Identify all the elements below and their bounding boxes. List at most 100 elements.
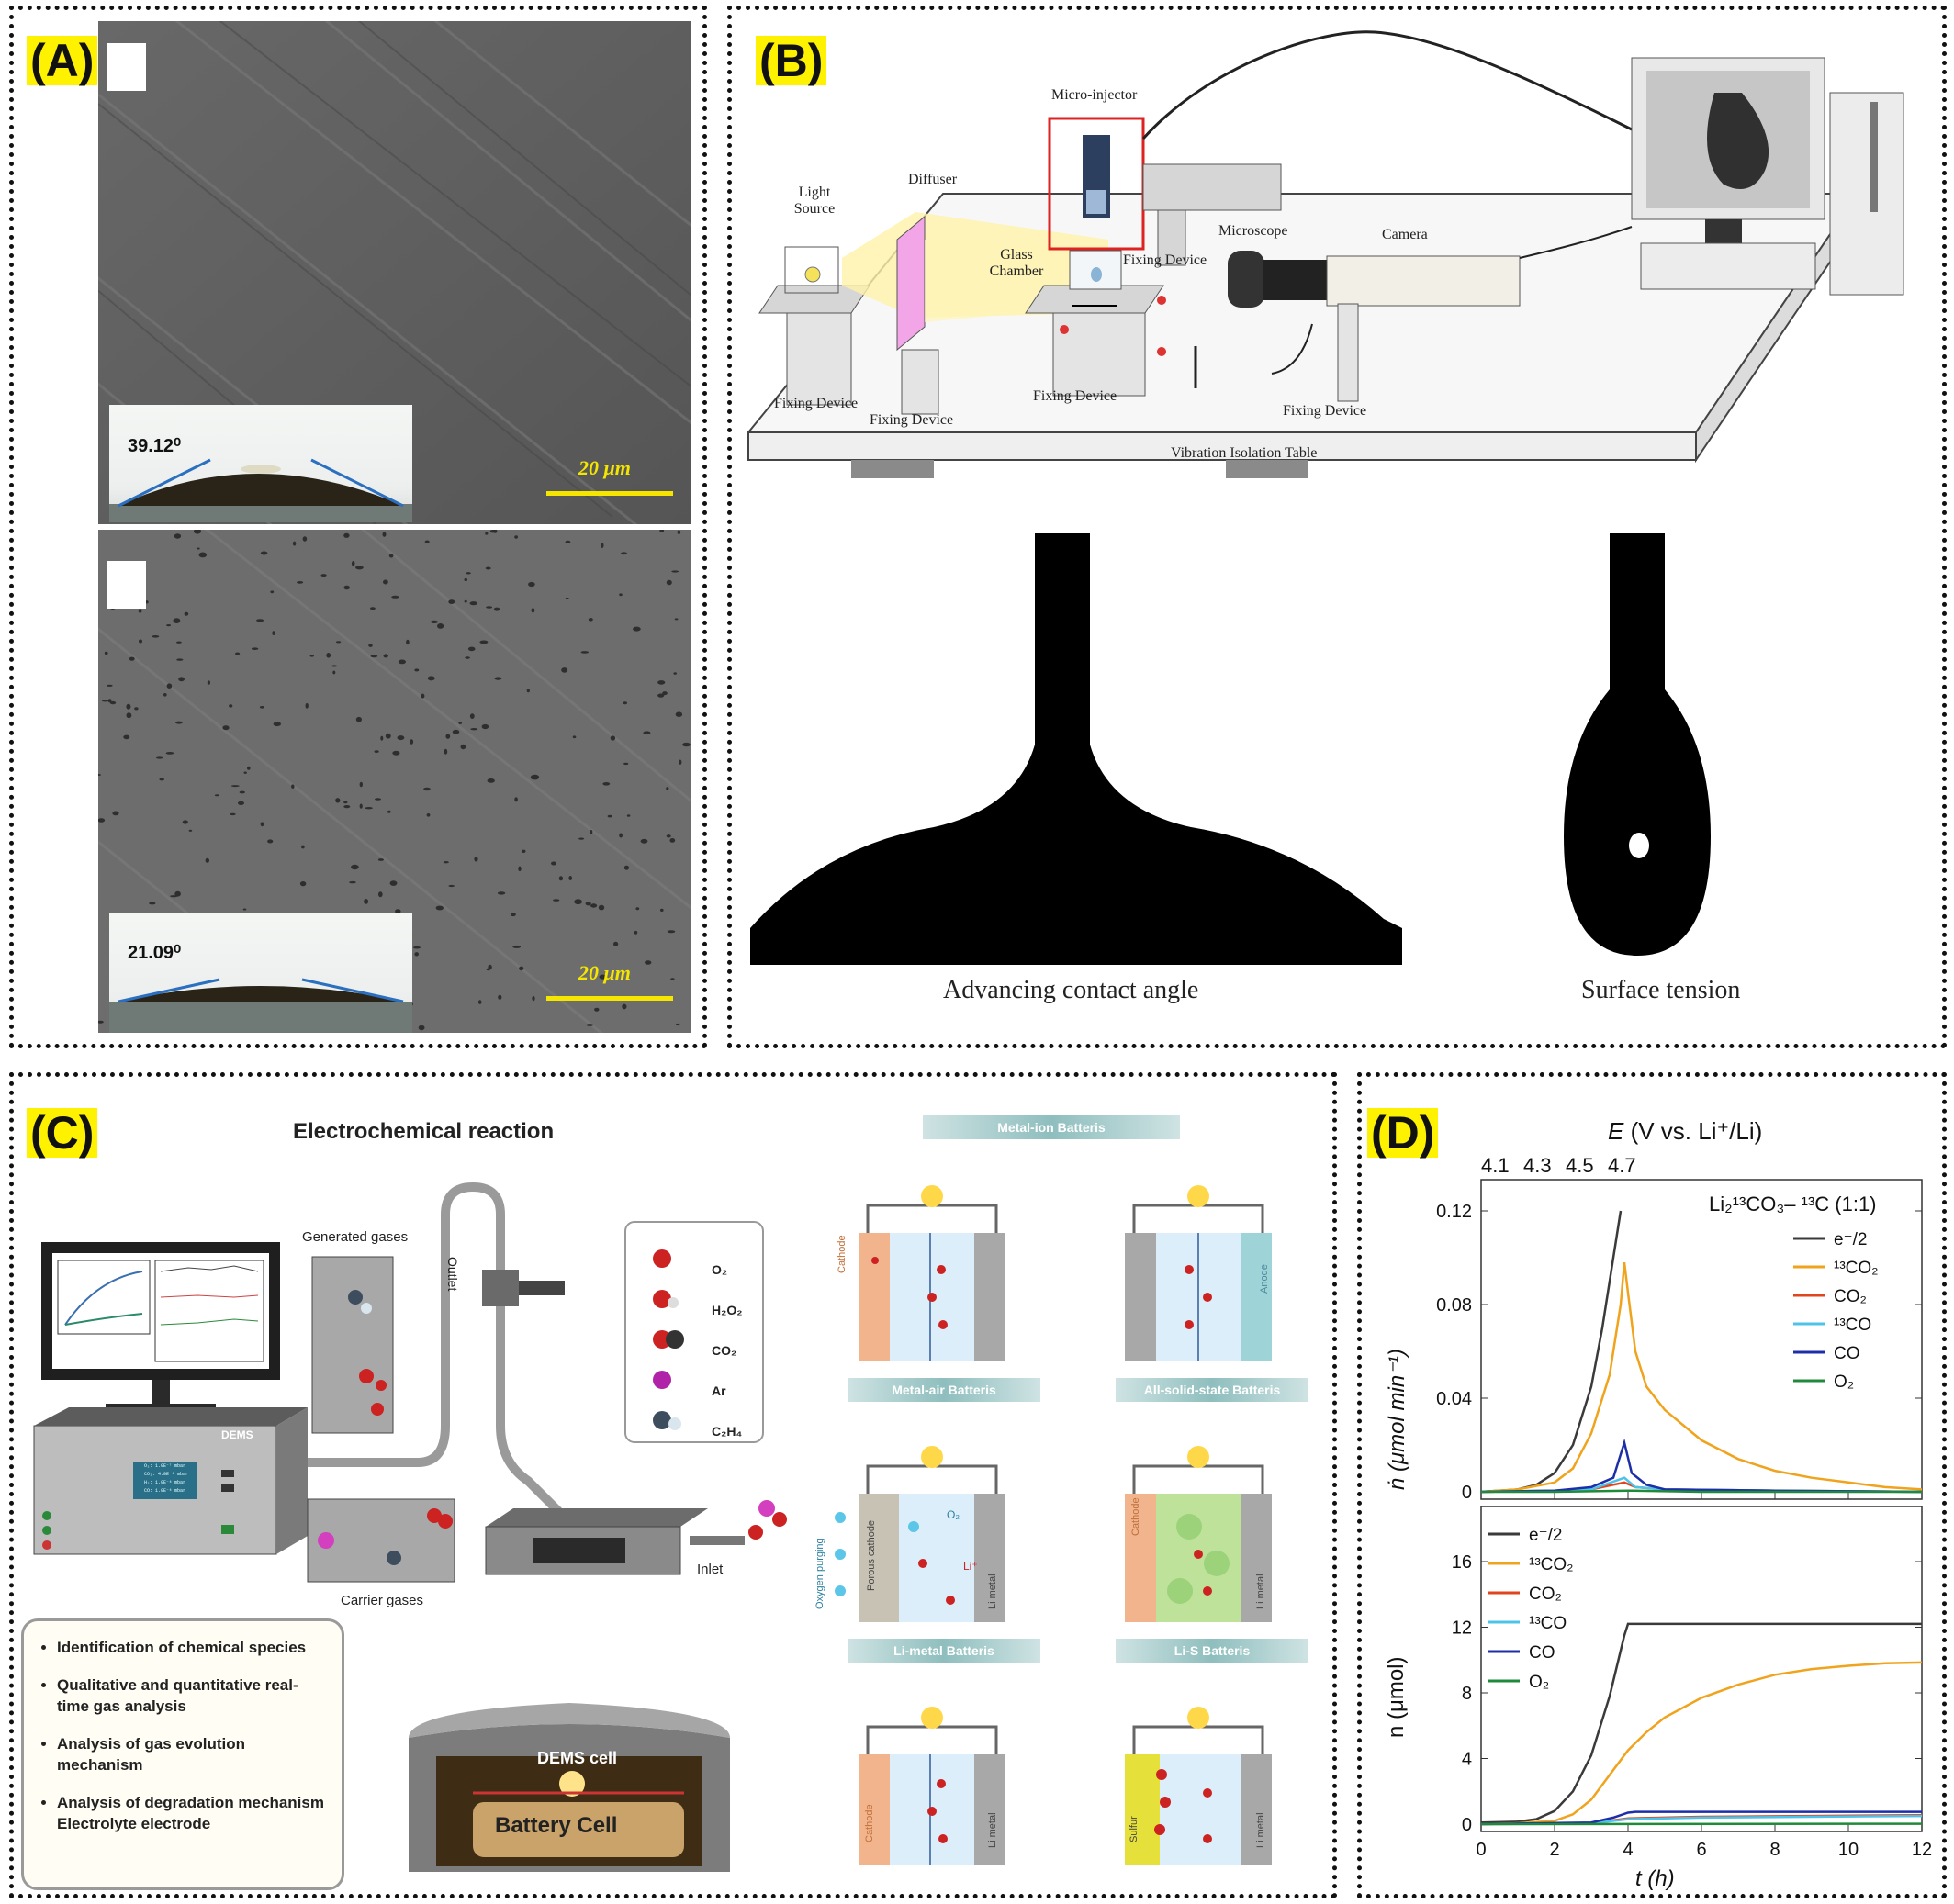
pore [565, 540, 571, 543]
pore [443, 861, 449, 864]
panel-a-label: (A) [27, 36, 98, 85]
lower-y-label: n (μmol) [1384, 1656, 1409, 1739]
pore [486, 968, 490, 971]
y-tick-label: 0 [1462, 1483, 1472, 1503]
pore [414, 952, 420, 957]
pore [112, 811, 119, 816]
legend-label: O₂ [1529, 1673, 1549, 1692]
label-camera: Camera [1382, 227, 1428, 242]
monitor-readout: O₂: 1.0E⁻⁷ mbar CO₂: 4.0E⁻⁸ mbar H₂: 1.0… [144, 1462, 188, 1495]
pore [512, 945, 522, 948]
pore [291, 784, 295, 789]
pore [184, 611, 189, 616]
pore [619, 833, 623, 838]
label-cathode-2: Cathode [1130, 1497, 1141, 1536]
label-dems-cell: DEMS cell [537, 1749, 618, 1767]
label-vibration-table: Vibration Isolation Table [1171, 445, 1318, 461]
legend-label: ¹³CO [1529, 1614, 1567, 1633]
pore [222, 725, 230, 731]
legend-h2o2: H₂O₂ [712, 1303, 743, 1317]
droplet-top [109, 458, 412, 522]
legend-label: ¹³CO₂ [1529, 1555, 1574, 1574]
pore [452, 729, 460, 734]
label-light-source: Light Source [793, 185, 836, 217]
pore [335, 798, 341, 803]
pore [532, 995, 535, 1002]
label-fixing-device-center: Fixing Device [1123, 252, 1207, 268]
pore [251, 647, 259, 650]
readout-line: CO₂: 4.0E⁻⁸ mbar [144, 1472, 189, 1477]
pore [383, 579, 388, 585]
top-axis-symbol: E [1608, 1117, 1624, 1145]
upper-y-label: ṅ (μmol min⁻¹) [1385, 1349, 1409, 1490]
legend-o2: O₂ [712, 1262, 728, 1277]
pore [519, 966, 524, 971]
surface-tension-image [1564, 533, 1711, 965]
cable [1141, 30, 1633, 140]
x-tick-label: 8 [1769, 1840, 1780, 1860]
legend-label: e⁻/2 [1834, 1230, 1867, 1249]
banner-all-solid: All-solid-state Batteris [1116, 1378, 1308, 1402]
label-o2: O₂ [947, 1508, 960, 1521]
y-tick-label: 0 [1462, 1815, 1472, 1835]
legend-label: CO [1529, 1643, 1555, 1663]
pore [634, 930, 638, 935]
pore [165, 752, 174, 755]
features-box: Identification of chemical species Quali… [21, 1618, 344, 1890]
pore [239, 790, 245, 794]
pore [590, 830, 593, 834]
series-line [1481, 1261, 1922, 1494]
pore [364, 899, 369, 904]
pore [578, 837, 585, 840]
pore [514, 797, 518, 802]
caption-surface: Surface tension [1581, 976, 1741, 1004]
top-axis-title: E (V vs. Li⁺/Li) [1608, 1117, 1762, 1146]
pore [493, 607, 500, 611]
pore [521, 849, 526, 853]
lightbulb-icon [559, 1771, 585, 1797]
pore [623, 701, 627, 705]
cell-li-s [1125, 1707, 1272, 1865]
pore [458, 722, 463, 724]
label-porous-cathode: Porous cathode [866, 1519, 877, 1591]
top-tick: 4.7 [1608, 1154, 1636, 1177]
pore [682, 742, 691, 747]
pore [174, 890, 181, 897]
pore [619, 593, 623, 597]
advancing-contact-angle-image [750, 533, 1402, 965]
label-fixing-device-2: Fixing Device [870, 412, 954, 428]
top-tick: 4.1 [1481, 1154, 1510, 1177]
droplet-preview [1707, 93, 1769, 189]
pore [166, 624, 171, 627]
caption-advancing: Advancing contact angle [943, 976, 1199, 1004]
sample-label: Li₂¹³CO₃– ¹³C (1:1) [1709, 1193, 1877, 1215]
label-cathode-1: Cathode [837, 1235, 848, 1273]
pore [332, 670, 336, 675]
pore [607, 814, 612, 818]
cell-li-metal [859, 1707, 1005, 1865]
pore [444, 748, 448, 755]
x-tick-label: 10 [1838, 1840, 1859, 1860]
pore [586, 1024, 594, 1026]
pore [418, 1025, 425, 1031]
label-anode: Anode [1259, 1264, 1270, 1294]
pore [666, 834, 671, 838]
pore [194, 530, 201, 534]
vibration-table-front [747, 431, 1697, 461]
droplet-bottom [109, 978, 412, 1033]
sublabel-box-bottom [107, 561, 146, 609]
pore [623, 865, 630, 870]
pore [568, 876, 572, 880]
pore [421, 693, 425, 699]
feature-item: Qualitative and quantitative real-time g… [57, 1675, 325, 1718]
contact-angle-value-top: 39.12⁰ [128, 436, 182, 456]
pore [109, 700, 117, 705]
pore [126, 712, 132, 719]
pore [659, 530, 665, 532]
pore [320, 574, 327, 577]
pore [601, 543, 604, 548]
banner-li-s: Li-S Batteris [1116, 1639, 1308, 1663]
pore [479, 640, 488, 644]
x-tick-label: 6 [1696, 1840, 1706, 1860]
